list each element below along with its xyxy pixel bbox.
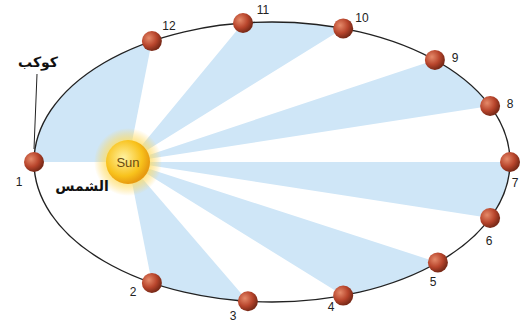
callout-number: 3: [230, 310, 237, 322]
area-sectors: [34, 22, 510, 301]
planet: [428, 252, 448, 272]
callout-number: 2: [130, 286, 137, 298]
callout-number: 10: [355, 12, 368, 24]
area-sector: [128, 162, 510, 218]
planet: [233, 13, 253, 33]
planet: [142, 273, 162, 293]
callout-number: 11: [257, 4, 269, 16]
callout-number: 1: [16, 176, 23, 188]
planet: [24, 152, 44, 172]
callout-number: 6: [486, 235, 493, 247]
planet: [333, 286, 353, 306]
planet: [333, 18, 353, 38]
planet-group: [24, 13, 520, 311]
callout-number: 4: [328, 301, 335, 313]
orbit-ellipse: [34, 22, 510, 302]
callout-number: 8: [507, 98, 514, 110]
sun-name: الشمس: [55, 179, 108, 193]
planet: [238, 291, 258, 311]
sun-circle: Sun: [108, 142, 148, 182]
callout-number: 7: [512, 177, 519, 189]
planet: [480, 96, 500, 116]
planet: [500, 152, 520, 172]
area-sector: [128, 22, 343, 162]
callout-number: 9: [452, 52, 459, 64]
callout-number: 5: [430, 276, 437, 288]
sun-body: [106, 140, 150, 184]
planet: [142, 31, 162, 51]
leader-line: [34, 74, 37, 149]
callout-number: 12: [162, 20, 175, 32]
planet: [425, 50, 445, 70]
planet: [480, 208, 500, 228]
sun-label: Sun: [116, 155, 139, 170]
planet-label: كوكب: [18, 55, 58, 69]
